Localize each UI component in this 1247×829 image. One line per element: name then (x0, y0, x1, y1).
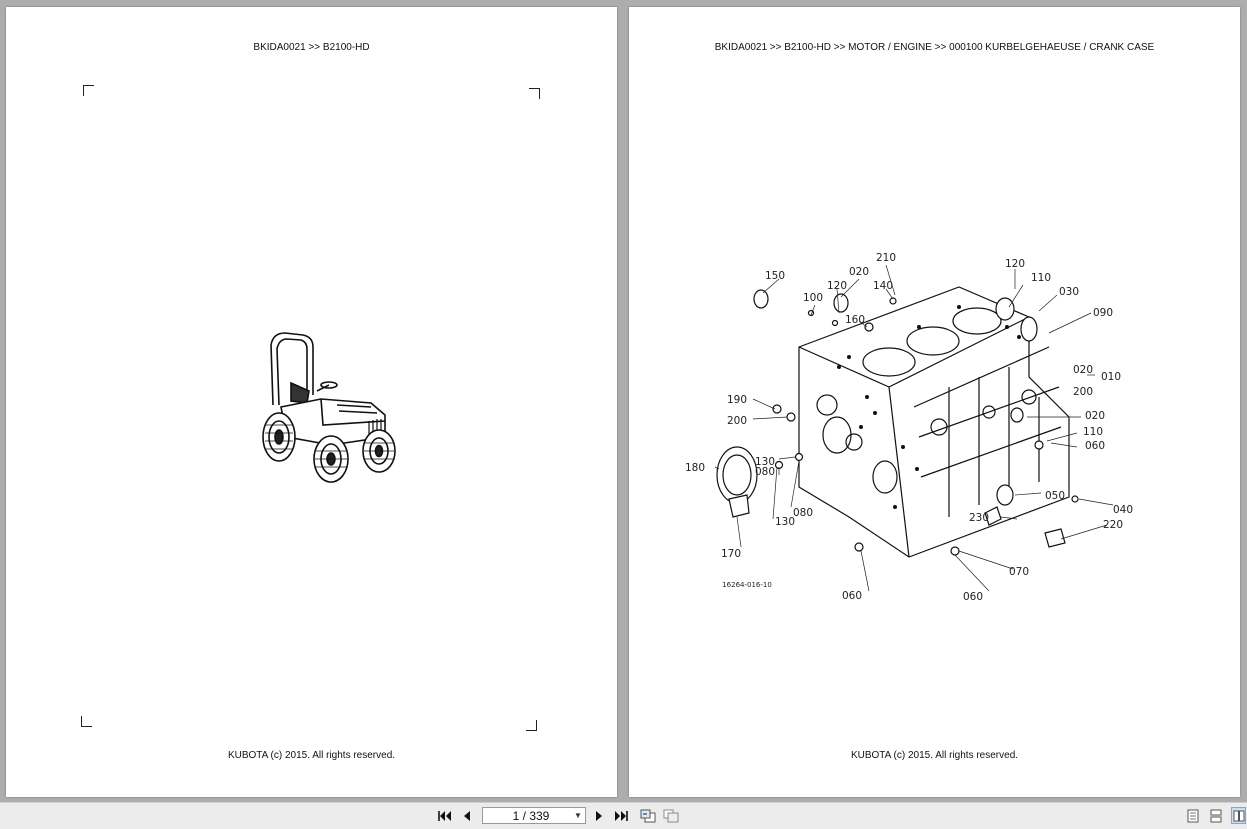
right-page-footer: KUBOTA (c) 2015. All rights reserved. (850, 750, 1019, 761)
part-label: 230 (969, 512, 989, 524)
continuous-view-icon[interactable] (1209, 808, 1223, 824)
part-label: 140 (873, 280, 893, 292)
previous-page-icon[interactable] (462, 808, 472, 824)
right-page: BKIDA0021 >> B2100-HD >> MOTOR / ENGINE … (629, 7, 1240, 797)
part-label: 080 (755, 466, 775, 478)
left-page-header: BKIDA0021 >> B2100-HD (253, 42, 370, 53)
part-label: 060 (1085, 440, 1105, 452)
part-label: 120 (1005, 258, 1025, 270)
left-page-footer: KUBOTA (c) 2015. All rights reserved. (227, 750, 396, 761)
viewer-toolbar: 1 / 339 ▼ (0, 802, 1247, 829)
part-label: 150 (765, 270, 785, 282)
part-label: 130 (755, 456, 775, 468)
part-label: 080 (793, 507, 813, 519)
part-label: 040 (1113, 504, 1133, 516)
single-page-view-icon[interactable] (1186, 808, 1200, 824)
part-label: 010 (1101, 371, 1121, 383)
crop-mark-top-left (83, 85, 94, 96)
part-label: 030 (1059, 286, 1079, 298)
part-label: 110 (1031, 272, 1051, 284)
part-label: 020 (849, 266, 869, 278)
page-number-field[interactable]: 1 / 339 ▼ (482, 807, 586, 824)
part-label: 190 (727, 394, 747, 406)
part-label: 200 (1073, 386, 1093, 398)
first-page-icon[interactable] (438, 808, 452, 824)
part-label: 220 (1103, 519, 1123, 531)
crop-mark-bottom-right (526, 720, 537, 731)
part-label: 200 (727, 415, 747, 427)
next-page-icon[interactable] (594, 808, 604, 824)
part-label: 120 (827, 280, 847, 292)
two-page-view-icon[interactable] (1231, 807, 1246, 824)
drawing-code: 16264-016-10 (722, 581, 772, 589)
part-label: 210 (876, 252, 896, 264)
part-label: 110 (1083, 426, 1103, 438)
part-label: 130 (775, 516, 795, 528)
crop-mark-bottom-left (81, 716, 92, 727)
last-page-icon[interactable] (614, 808, 628, 824)
part-label: 060 (963, 591, 983, 603)
left-page: BKIDA0021 >> B2100-HD (6, 7, 617, 797)
part-label: 160 (845, 314, 865, 326)
part-label: 050 (1045, 490, 1065, 502)
part-label: 100 (803, 292, 823, 304)
chevron-down-icon[interactable]: ▼ (574, 811, 582, 820)
right-page-header: BKIDA0021 >> B2100-HD >> MOTOR / ENGINE … (714, 42, 1155, 53)
part-label: 020 (1073, 364, 1093, 376)
crank-case-exploded-diagram: 210 150 020 120 140 100 160 120 110 030 … (685, 252, 1133, 603)
crop-mark-top-right (529, 88, 540, 99)
part-label: 020 (1085, 410, 1105, 422)
next-view-icon[interactable] (663, 808, 679, 824)
page-indicator: 1 / 339 (512, 808, 550, 823)
part-label: 180 (685, 462, 705, 474)
part-label: 070 (1009, 566, 1029, 578)
part-label: 090 (1093, 307, 1113, 319)
previous-view-icon[interactable] (640, 808, 656, 824)
tractor-illustration (262, 332, 396, 483)
part-label: 170 (721, 548, 741, 560)
part-label: 060 (842, 590, 862, 602)
